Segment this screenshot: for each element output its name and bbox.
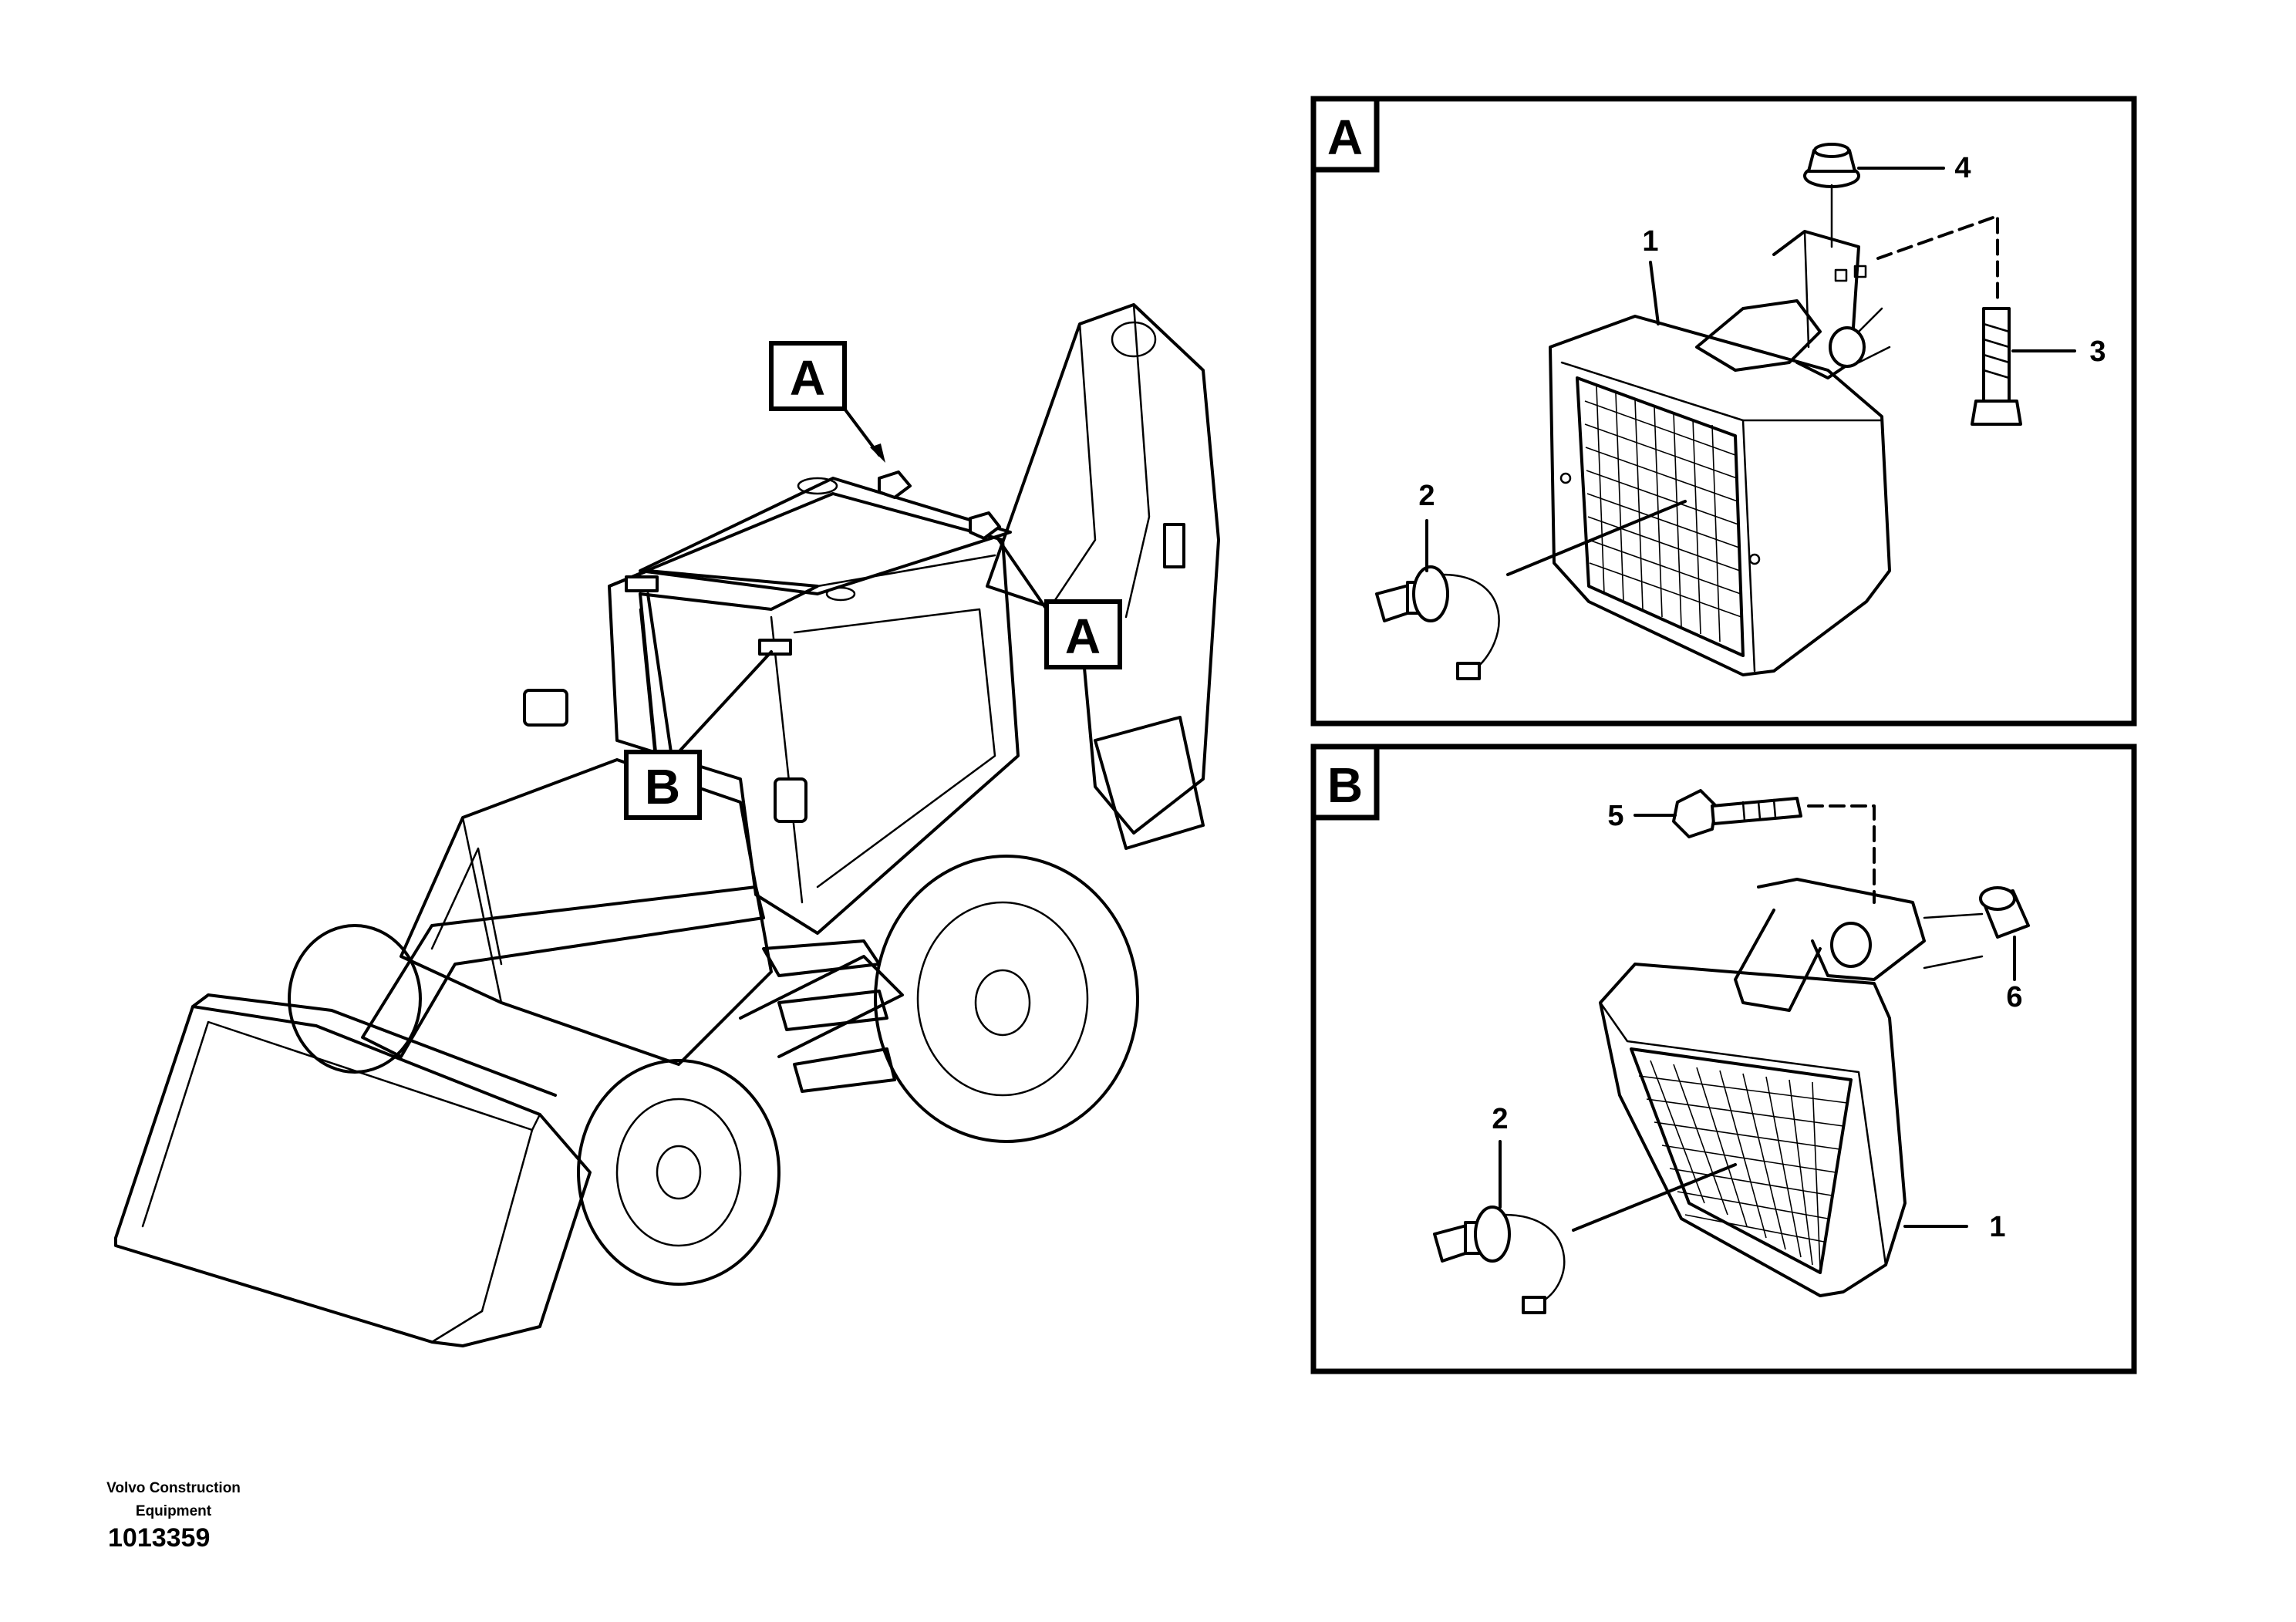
detail-panel-b: B 6: [1310, 744, 2137, 1374]
panel-b-item-1-label: 1: [1989, 1211, 2005, 1243]
hex-bolt-b: [1633, 789, 1876, 904]
detail-panel-a: A: [1310, 96, 2137, 727]
lamp-bracket-b: [1734, 878, 1984, 1012]
bulb-a: [1375, 500, 1687, 680]
panel-b-item-2-label: 2: [1492, 1103, 1508, 1135]
flange-nut: [1803, 143, 1945, 248]
callout-a-top: A: [769, 341, 885, 463]
callout-b-label: B: [645, 759, 680, 814]
panel-b-item-5-label: 5: [1607, 800, 1623, 832]
bushing: 6: [1979, 886, 2030, 1013]
hex-bolt-a: [1876, 214, 2076, 426]
brand-name: Volvo Construction Equipment: [106, 1480, 241, 1519]
work-lamp-angled: 1: [1599, 963, 2006, 1297]
callout-a-right: A: [997, 538, 1122, 669]
callout-a-top-label: A: [790, 350, 825, 406]
lamp-bracket: [1695, 230, 1891, 379]
panel-b-label: B: [1327, 757, 1363, 813]
bulb-b: 2: [1433, 1103, 1737, 1314]
panel-a-item-2-label: 2: [1418, 480, 1435, 512]
panel-a-item-4-label: 4: [1954, 152, 1971, 184]
panel-a-label: A: [1327, 110, 1363, 165]
lamp-lens-grid-b: [1638, 1060, 1848, 1270]
document-number: 1013359: [108, 1523, 211, 1553]
panel-b-item-6-label: 6: [2006, 981, 2022, 1013]
panel-a-item-3-label: 3: [2089, 336, 2106, 368]
callout-a-right-label: A: [1065, 609, 1101, 664]
callout-b: B: [624, 592, 773, 820]
panel-a-item-1-label: 1: [1642, 225, 1658, 258]
backhoe-loader-illustration: [114, 303, 1220, 1347]
